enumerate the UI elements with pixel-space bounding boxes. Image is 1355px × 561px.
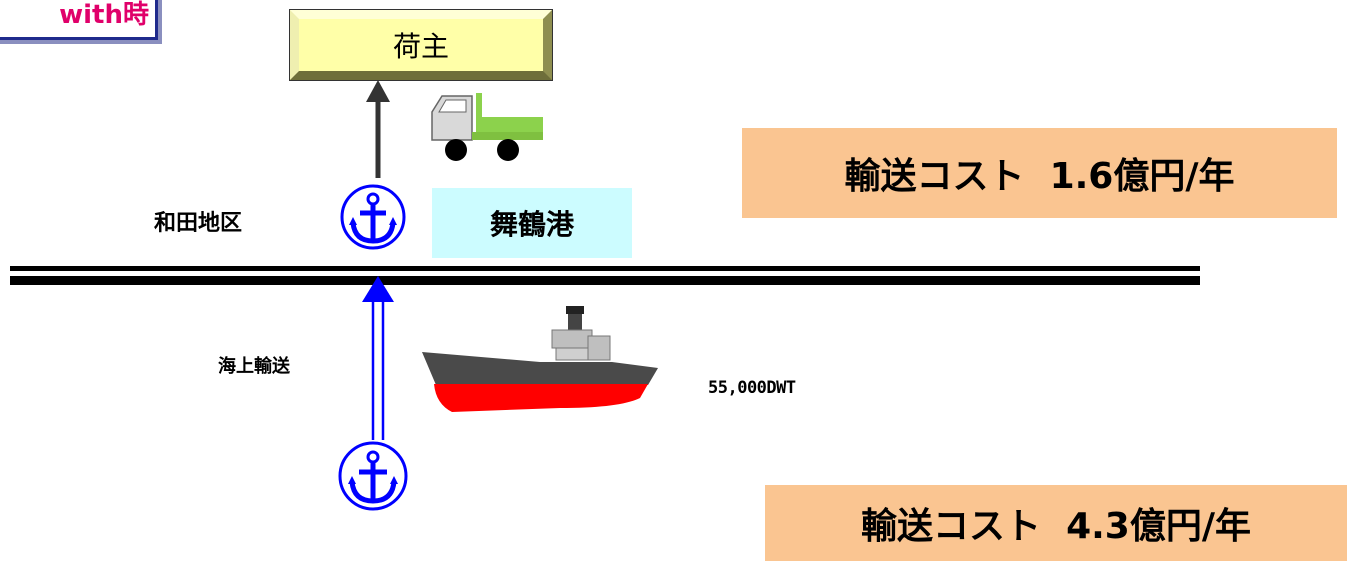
land-transport-arrow [366,80,390,178]
port-name-label: 舞鶴港 [432,188,632,258]
shipper-label: 荷主 [392,30,449,63]
anchor-icon [338,441,408,511]
transport-cost-top-label: 輸送コスト 1.6億円/年 [844,156,1235,197]
shipper-box: 荷主 [289,9,553,81]
district-label: 和田地区 [154,211,243,236]
truck-icon [431,93,543,161]
anchor-icon [340,184,406,250]
transport-cost-top: 輸送コスト 1.6億円/年 [742,128,1337,218]
transport-cost-bottom-label: 輸送コスト 4.3億円/年 [861,506,1251,547]
sea-transport-arrow [362,276,394,440]
quay-line [10,266,1200,285]
transport-cost-bottom: 輸送コスト 4.3億円/年 [765,485,1347,561]
scenario-badge-label: with時 [59,0,149,30]
ship-capacity-label: 55,000DWT [708,378,796,398]
sea-transport-label: 海上輸送 [218,356,290,377]
scenario-badge: with時 [0,0,158,40]
ship-icon [422,306,658,412]
